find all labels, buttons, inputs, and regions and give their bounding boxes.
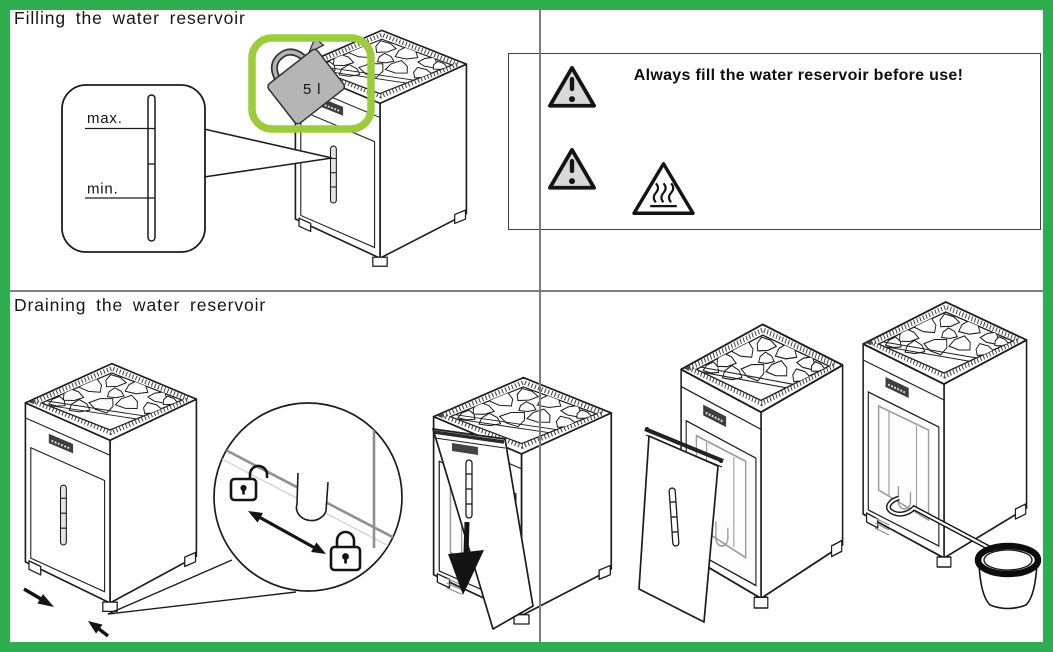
warning-box: Always fill the water reservoir before u… [508, 53, 1041, 230]
sauna-heater [24, 362, 198, 613]
double-headed-arrow-icon [248, 511, 326, 554]
warning-message: Always fill the water reservoir before u… [633, 67, 964, 84]
section-divider-horizontal [0, 290, 1053, 292]
drain-step-unlock-illustration [23, 362, 403, 638]
sauna-heater [294, 29, 468, 267]
water-level-gauge: max. min. [85, 94, 156, 242]
warning-triangle-icon [548, 147, 596, 190]
push-arrow-icon [88, 621, 110, 638]
gauge-min-label: min. [87, 181, 119, 198]
warning-triangle-icon [548, 65, 596, 108]
open-padlock-icon [229, 464, 269, 502]
section-divider-vertical [539, 0, 541, 652]
sauna-heater [862, 301, 1028, 568]
closed-padlock-icon [329, 530, 362, 572]
filling-illustration: max. min. 5 l [61, 29, 468, 267]
large-down-arrow-icon [448, 521, 484, 595]
drain-step-door-drop-illustration [432, 376, 613, 630]
drain-step-hose-illustration [862, 301, 1042, 610]
jug-capacity-label: 5 l [303, 81, 321, 98]
gauge-max-label: max. [87, 110, 123, 127]
filling-section-title: Filling the water reservoir [14, 8, 246, 28]
gauge-callout-bubble [61, 84, 206, 253]
water-jug: 5 l [267, 36, 346, 125]
removed-door [638, 427, 724, 623]
tilted-door [432, 428, 534, 630]
hot-surface-icon [632, 162, 695, 215]
draining-section-title: Draining the water reservoir [14, 295, 267, 315]
drain-step-door-removed-illustration [638, 323, 844, 623]
push-arrow-icon [23, 587, 54, 607]
highlight-frame [248, 34, 375, 133]
bucket [974, 542, 1042, 610]
door-edge-detail [217, 420, 402, 555]
